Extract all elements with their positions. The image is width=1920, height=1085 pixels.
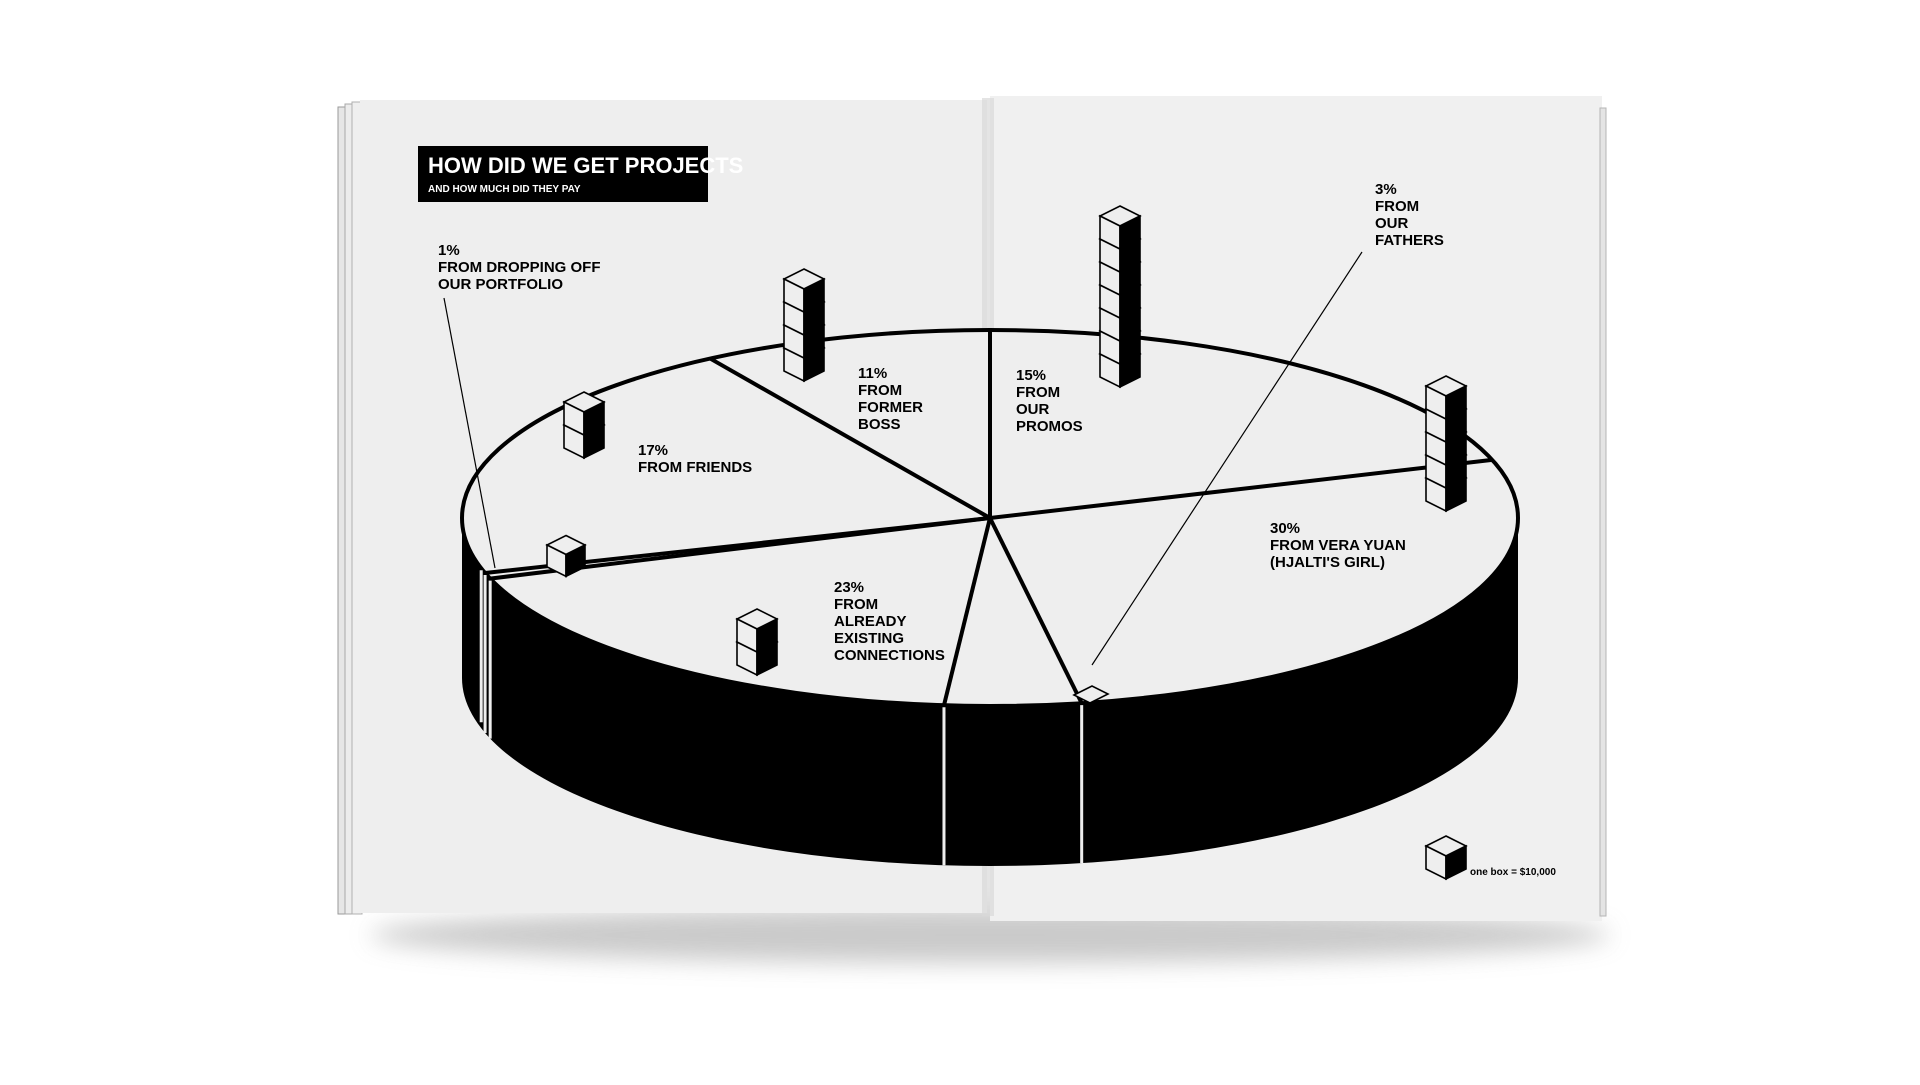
slice-label-line: OUR PORTFOLIO (438, 276, 563, 293)
slice-label-line: FROM DROPPING OFF (438, 259, 601, 276)
pie-body (443, 205, 1520, 866)
slice-label-line: FROM (1375, 198, 1419, 215)
leader-fathers (1091, 251, 1363, 666)
cube-right (1445, 844, 1467, 881)
cube-portfolio (545, 534, 587, 578)
stack-connections-box (735, 608, 779, 654)
legend-text: one box = $10,000 (1470, 867, 1556, 878)
slice-percent: 1% (438, 242, 460, 259)
slice-label-line: ALREADY (834, 613, 907, 630)
pie-side-wall (462, 518, 1518, 866)
stack-boss-box (782, 268, 826, 314)
cube-right (803, 277, 825, 314)
cube-icon (1424, 835, 1468, 881)
slice-label-line: (HJALTI'S GIRL) (1270, 554, 1385, 571)
title-block (418, 146, 708, 202)
chart-subtitle: AND HOW MUCH DID THEY PAY (428, 184, 581, 195)
stack-vera-box (1424, 375, 1468, 421)
boundary-vera-fathers (988, 517, 1084, 705)
slice-percent: 11% (858, 365, 887, 382)
slice-label-line: OUR (1375, 215, 1409, 232)
slice-label-line: FROM (858, 382, 902, 399)
slice-percent: 3% (1375, 181, 1397, 198)
cube-right (565, 543, 586, 578)
slice-label-line: FORMER (858, 399, 923, 416)
slice-label-line: FROM VERA YUAN (1270, 537, 1406, 554)
slice-label-line: FROM FRIENDS (638, 459, 752, 476)
slice-label-line: EXISTING (834, 630, 904, 647)
slice-percent: 30% (1270, 520, 1300, 537)
cube-right (583, 400, 605, 437)
boundary-fathers-connections (942, 517, 992, 706)
chart-title: HOW DID WE GET PROJECTS (428, 153, 743, 178)
cube-right (1119, 214, 1141, 251)
stack-friends-box (562, 391, 606, 437)
slice-percent: 23% (834, 579, 864, 596)
slice-percent: 15% (1016, 367, 1046, 384)
slice-label-line: CONNECTIONS (834, 647, 945, 664)
boundary-promos-vera (989, 457, 1493, 520)
slice-label-line: FROM (1016, 384, 1060, 401)
right-page-edge (1599, 107, 1607, 917)
cube-right (1445, 384, 1467, 421)
tile-fathers (1072, 685, 1110, 704)
slice-label-line: FROM (834, 596, 878, 613)
boundary-friends-boss (709, 356, 991, 520)
slice-label-line: FATHERS (1375, 232, 1444, 249)
legend (1424, 835, 1468, 881)
leader-portfolio (443, 297, 496, 569)
slice-percent: 17% (638, 442, 668, 459)
slice-label-line: PROMOS (1016, 418, 1083, 435)
stack-promos-box (1098, 205, 1142, 251)
slice-label-line: BOSS (858, 416, 901, 433)
slice-label-line: OUR (1016, 401, 1050, 418)
cube-right (756, 617, 778, 654)
